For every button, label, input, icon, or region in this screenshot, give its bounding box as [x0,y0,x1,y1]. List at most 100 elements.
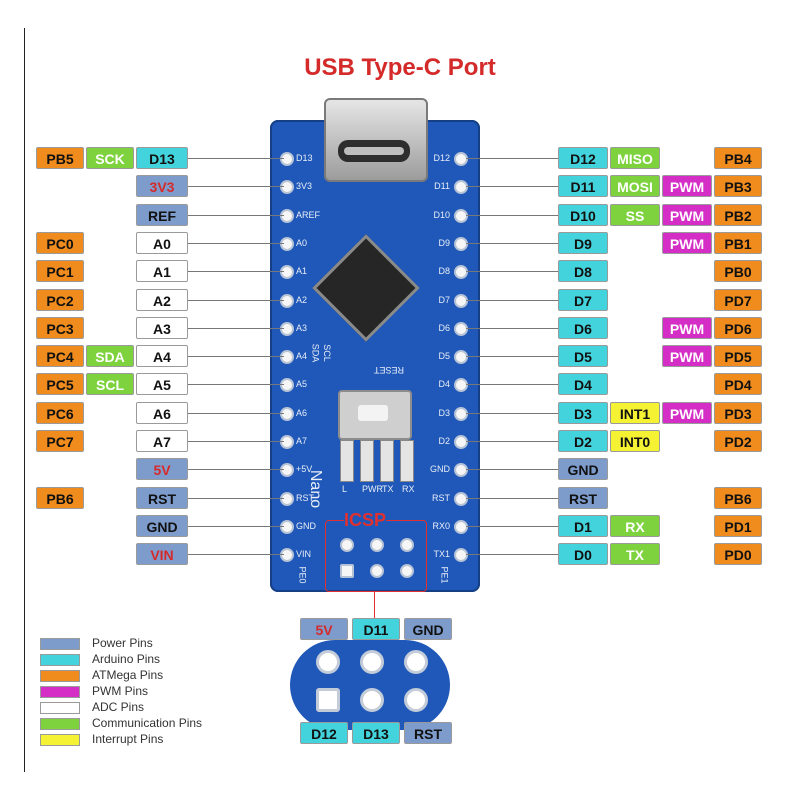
header-pin-hole [280,152,294,166]
header-pin-hole [454,180,468,194]
pwm-pin-label: PWM [662,204,712,226]
reset-button[interactable] [338,390,412,440]
board-silk-right: RX0 [432,521,450,531]
arduino-pin-label-ref: REF [136,204,188,226]
arduino-pin-label-d12: D12 [558,147,608,169]
board-silk-left: A2 [296,295,308,305]
arduino-pin-label-d8: D8 [558,260,608,282]
board-silk-left: A1 [296,266,308,276]
icsp-bottom-pin-label: D12 [300,722,348,744]
board-silk-left: +5V [296,464,313,474]
pin-leader-line [466,328,558,329]
arduino-pin-label-d4: D4 [558,373,608,395]
header-pin-hole [280,520,294,534]
icsp-zoom-pin-hole [360,650,384,674]
arduino-pin-label-a0: A0 [136,232,188,254]
arduino-pin-label-5v: 5V [136,458,188,480]
pin-leader-line [466,271,558,272]
atmega-pin-label: PD6 [714,317,762,339]
header-pin-hole [454,548,468,562]
board-silk-left: A5 [296,379,308,389]
board-silk-right: D2 [438,436,450,446]
board-silk-right: D9 [438,238,450,248]
icsp-pin-hole [340,564,354,578]
led-silk-label: PWR [362,484,383,494]
header-pin-hole [454,294,468,308]
arduino-pin-label-a2: A2 [136,289,188,311]
comm-pin-label: MOSI [610,175,660,197]
icsp-zoom-pin-hole [404,688,428,712]
interrupt-pin-label: INT1 [610,402,660,424]
atmega-pin-label: PD7 [714,289,762,311]
pin-leader-line [466,186,558,187]
arduino-pin-label-rst: RST [558,487,608,509]
icsp-top-pin-label: GND [404,618,452,640]
legend-swatch [40,734,80,746]
header-pin-hole [454,463,468,477]
pin-leader-line [466,413,558,414]
icsp-pin-hole [400,538,414,552]
atmega-pin-label: PB0 [714,260,762,282]
arduino-pin-label-rst: RST [136,487,188,509]
atmega-pin-label: PD3 [714,402,762,424]
arduino-pin-label-d3: D3 [558,402,608,424]
board-silk-left: A4 [296,351,308,361]
header-pin-hole [280,322,294,336]
board-silk-right: TX1 [433,549,450,559]
pwm-pin-label: PWM [662,317,712,339]
pin-leader-line [188,215,284,216]
legend-label: ADC Pins [92,700,145,714]
pin-leader-line [188,158,284,159]
atmega-pin-label: PD1 [714,515,762,537]
arduino-pin-label-3v3: 3V3 [136,175,188,197]
pin-leader-line [188,356,284,357]
board-silk-left: A0 [296,238,308,248]
arduino-pin-label-d11: D11 [558,175,608,197]
pin-leader-line [188,328,284,329]
board-silk-right: RST [432,493,450,503]
pin-leader-line [188,243,284,244]
arduino-pin-label-vin: VIN [136,543,188,565]
comm-pin-label: SCL [86,373,134,395]
pwm-pin-label: PWM [662,402,712,424]
arduino-pin-label-d1: D1 [558,515,608,537]
legend-swatch [40,686,80,698]
pwm-pin-label: PWM [662,345,712,367]
header-pin-hole [454,407,468,421]
reset-silk: RESET [374,365,405,375]
legend-swatch [40,718,80,730]
pwm-pin-label: PWM [662,232,712,254]
board-silk-right: D7 [438,295,450,305]
atmega-pin-label: PC7 [36,430,84,452]
pin-leader-line [188,300,284,301]
legend-swatch [40,702,80,714]
pin-leader-line [466,215,558,216]
legend-swatch [40,638,80,650]
board-silk-right: GND [430,464,450,474]
arduino-pin-label-a6: A6 [136,402,188,424]
pwm-pin-label: PWM [662,175,712,197]
atmega-pin-label: PD2 [714,430,762,452]
comm-pin-label: RX [610,515,660,537]
legend-swatch [40,670,80,682]
board-silk-left: VIN [296,549,312,559]
header-pin-hole [454,492,468,506]
board-silk-right: D8 [438,266,450,276]
arduino-pin-label-a4: A4 [136,345,188,367]
board-silk-right: D11 [434,181,450,191]
header-pin-hole [280,492,294,506]
header-pin-hole [280,463,294,477]
icsp-pin-hole [340,538,354,552]
icsp-bottom-pin-label: RST [404,722,452,744]
arduino-pin-label-d10: D10 [558,204,608,226]
arduino-pin-label-d0: D0 [558,543,608,565]
pin-leader-line [188,413,284,414]
comm-pin-label: MISO [610,147,660,169]
comm-pin-label: TX [610,543,660,565]
pe1-silk: PE1 [439,566,450,584]
board-silk-right: D10 [433,210,450,220]
pin-leader-line [466,158,558,159]
atmega-pin-label: PB3 [714,175,762,197]
header-pin-hole [280,237,294,251]
